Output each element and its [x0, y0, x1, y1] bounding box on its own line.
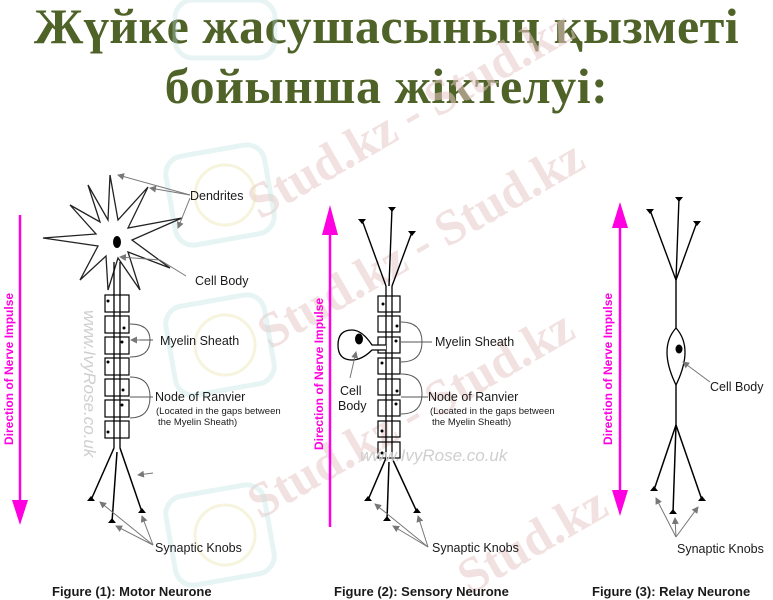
label-myelin-sheath: Myelin Sheath	[435, 335, 514, 349]
direction-arrow-both-icon	[612, 202, 628, 516]
slide-title-line-2: бойынша жіктелуі:	[164, 58, 609, 114]
sensory-cell-body-icon	[337, 329, 386, 361]
label-node-of-ranvier: Node of Ranvier	[428, 390, 518, 404]
label-node-of-ranvier: Node of Ranvier	[155, 390, 245, 404]
direction-arrow-down-icon	[12, 215, 28, 525]
svg-text:Stud.kz: Stud.kz	[448, 475, 617, 600]
label-myelin-sheath: Myelin Sheath	[160, 334, 239, 348]
label-node-note-1: (Located in the gaps between	[156, 406, 281, 417]
label-node-note-2: the Myelin Sheath)	[432, 417, 511, 428]
figure-caption: Figure (3): Relay Neurone	[592, 584, 750, 599]
figure-caption: Figure (1): Motor Neurone	[52, 584, 212, 599]
label-synaptic-knobs: Synaptic Knobs	[155, 541, 242, 555]
label-synaptic-knobs: Synaptic Knobs	[677, 542, 764, 556]
label-cell-body: Cell Body	[710, 380, 764, 394]
myelin-segments	[104, 294, 130, 439]
label-dendrites: Dendrites	[190, 189, 244, 203]
figure-motor-neurone: Direction of Nerve Impulse	[2, 173, 281, 599]
figure-relay-neurone: Direction of Nerve Impulse	[592, 197, 764, 599]
figure-caption: Figure (2): Sensory Neurone	[334, 584, 509, 599]
direction-arrow-up-icon	[322, 205, 338, 527]
watermark-logo-icons	[163, 0, 278, 588]
label-cell-body-line-2: Body	[338, 399, 367, 413]
watermark-ivyrose: www.IvyRose.co.uk	[360, 446, 509, 465]
figure-sensory-neurone: Direction of Nerve Impulse	[312, 205, 555, 599]
label-cell-body-line-1: Cell	[340, 384, 362, 398]
slide-title-line-1: Жүйке жасушасының қызметі	[33, 0, 740, 54]
watermark-stud: Stud.kz - Stud.kz Stud.kz - Stud.kz Stud…	[238, 0, 617, 600]
relay-cell-body-icon	[666, 327, 686, 387]
direction-label: Direction of Nerve Impulse	[312, 298, 326, 450]
label-cell-body: Cell Body	[195, 274, 249, 288]
direction-label: Direction of Nerve Impulse	[601, 293, 615, 445]
label-synaptic-knobs: Synaptic Knobs	[432, 541, 519, 555]
watermark-ivyrose: www.IvyRose.co.uk	[80, 310, 99, 459]
label-node-note-2: the Myelin Sheath)	[158, 417, 237, 428]
synaptic-knob-icons	[87, 496, 146, 523]
direction-label: Direction of Nerve Impulse	[2, 293, 16, 445]
label-node-note-1: (Located in the gaps between	[430, 406, 555, 417]
motor-cell-body-icon	[42, 174, 183, 291]
